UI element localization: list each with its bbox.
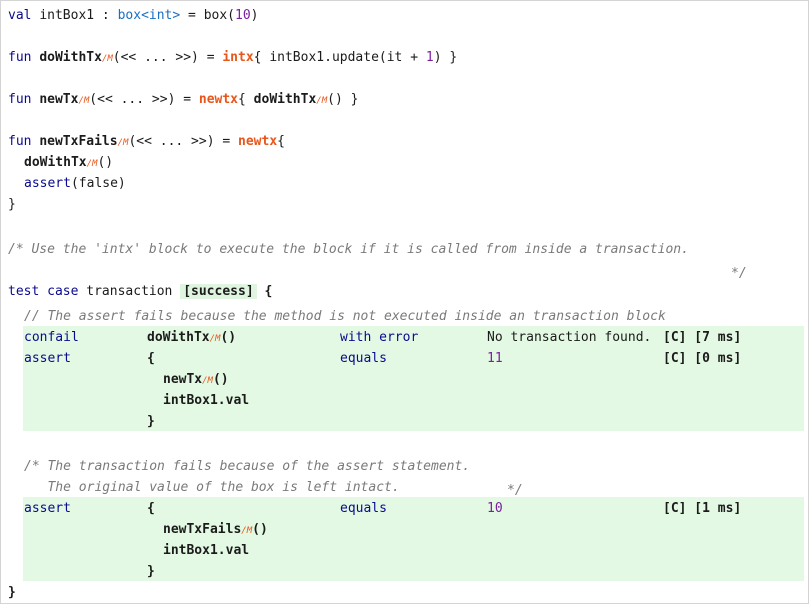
assert1-brace-open: { — [147, 351, 155, 366]
fun-doWithTx-line: fun doWithTx/M(<< ... >>) = intx{ intBox… — [8, 50, 458, 65]
status-badge: [success] — [180, 284, 257, 299]
assert1-line-call: newTx/M() — [163, 372, 229, 387]
assert2-brace-close: } — [147, 564, 155, 579]
assert2-operator: equals — [340, 501, 387, 516]
assert1-status: [C] [0 ms] — [663, 351, 742, 366]
assert2-result: 10 — [487, 501, 503, 516]
confail-keyword: confail — [24, 330, 79, 345]
assert2-line-value: intBox1.val — [163, 543, 250, 558]
comment-assert-fails: // The assert fails because the method i… — [24, 309, 666, 324]
fun-newTxFails-close-brace: } — [8, 197, 16, 212]
assert2-keyword: assert — [24, 501, 71, 516]
assert1-result: 11 — [487, 351, 503, 366]
result-block-1 — [23, 326, 804, 431]
fun-newTxFails-body-assert: assert(false) — [24, 176, 126, 191]
test-case-header: test case transaction [success] { — [8, 284, 273, 299]
result-block-2 — [23, 497, 804, 581]
comment-original-value-end: */ — [507, 483, 523, 498]
assert1-line-value: intBox1.val — [163, 393, 250, 408]
assert1-operator: equals — [340, 351, 387, 366]
comment-original-value: The original value of the box is left in… — [24, 480, 400, 495]
assert2-brace-open: { — [147, 501, 155, 516]
assert2-line-call: newTxFails/M() — [163, 522, 268, 537]
test-case-close-brace: } — [8, 585, 16, 600]
confail-result: No transaction found. — [487, 330, 652, 345]
confail-operator: with error — [340, 330, 419, 345]
comment-transaction-fails: /* The transaction fails because of the … — [24, 459, 471, 474]
fun-newTxFails-line: fun newTxFails/M(<< ... >>) = newtx{ — [8, 134, 285, 149]
val-declaration-line: val intBox1 : box<int> = box(10) — [8, 8, 259, 23]
comment-intx-end: */ — [731, 266, 747, 281]
fun-newTx-line: fun newTx/M(<< ... >>) = newtx{ doWithTx… — [8, 92, 359, 107]
assert1-brace-close: } — [147, 414, 155, 429]
assert2-status: [C] [1 ms] — [663, 501, 742, 516]
comment-intx: /* Use the 'intx' block to execute the b… — [8, 242, 689, 257]
confail-expression: doWithTx/M() — [147, 330, 237, 345]
assert1-keyword: assert — [24, 351, 71, 366]
confail-status: [C] [7 ms] — [663, 330, 742, 345]
fun-newTxFails-body-call: doWithTx/M() — [24, 155, 114, 170]
